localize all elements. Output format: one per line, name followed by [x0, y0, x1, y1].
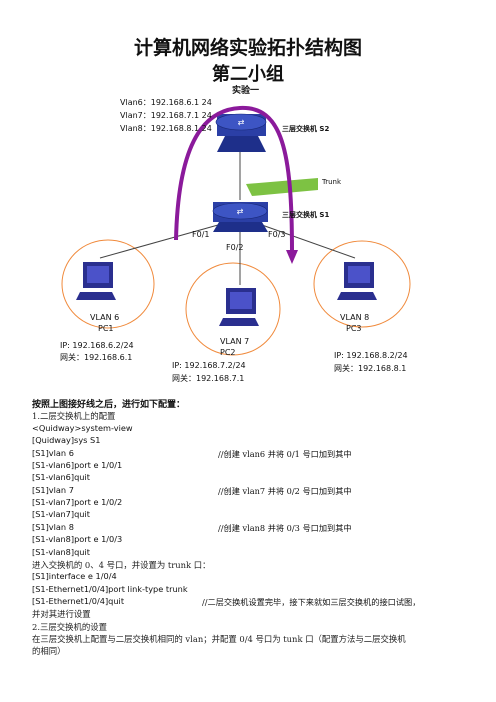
- pc1-icon: [76, 262, 116, 300]
- command-comment: //二层交换机设置完毕，接下来就如三层交换机的接口试图，: [202, 596, 421, 607]
- pc2-icon: [219, 288, 259, 326]
- pc3-ip: IP: 192.168.8.2/24: [334, 351, 408, 360]
- command-comment: //创建 vlan6 并将 0/1 号口加到其中: [218, 448, 352, 459]
- pc1-gateway: 网关：192.168.6.1: [60, 353, 133, 362]
- trunk-label: Trunk: [322, 178, 342, 186]
- command-line: [S1]vlan 8: [32, 521, 74, 532]
- command-line: [Quidway]sys S1: [32, 435, 101, 446]
- command-line: [S1-vlan7]port e 1/0/2: [32, 497, 123, 508]
- section1-heading: 1.二层交换机上的配置: [32, 411, 116, 421]
- routing-path: [174, 105, 294, 253]
- command-comment: //创建 vlan8 并将 0/3 号口加到其中: [218, 522, 352, 533]
- section2-heading: 2.三层交换机的设置: [32, 621, 107, 632]
- command-line: [S1]vlan 6: [32, 447, 74, 458]
- trunk-arrow: [246, 178, 318, 196]
- pc1-ip: IP: 192.168.6.2/24: [60, 341, 134, 350]
- page-title: 计算机网络实验拓扑结构图: [133, 37, 362, 59]
- vlan6-circle: [61, 239, 155, 329]
- section2-paragraph: 在三层交换机上配置与二层交换机相同的 vlan；并配置 0/4 号口为 tunk…: [32, 633, 406, 644]
- pc1-name: PC1: [98, 324, 114, 333]
- pc3-vlan: VLAN 8: [340, 313, 370, 322]
- s2-switch-icon: ⇄: [215, 113, 267, 152]
- s2-label: 三层交换机 S2: [282, 125, 330, 133]
- command-line: [S1-vlan6]quit: [32, 472, 90, 483]
- topology-diagram: ⇄ ⇄: [61, 105, 411, 356]
- config-intro: 按照上图接好线之后，进行如下配置：: [32, 400, 186, 410]
- svg-text:⇄: ⇄: [237, 207, 244, 216]
- command-line: [S1-Ethernet1/0/4]quit: [32, 595, 125, 606]
- command-line: [S1]vlan 7: [32, 484, 74, 495]
- pc3-name: PC3: [346, 324, 362, 333]
- vlan6-ip: Vlan6：192.168.6.1 24: [120, 98, 212, 107]
- section2-paragraph-cont: 的相同）: [32, 646, 66, 657]
- routing-arrowhead: [286, 250, 298, 264]
- link-pc3: [261, 224, 356, 259]
- vlan8-circle: [313, 240, 411, 328]
- command-line: [S1-vlan7]quit: [32, 509, 90, 520]
- command-line: [S1-vlan8]quit: [32, 546, 90, 557]
- vlan7-circle: [185, 262, 281, 356]
- vlan8-ip: Vlan8：192.168.8.1 24: [120, 124, 212, 133]
- pc3-gateway: 网关：192.168.8.1: [334, 364, 407, 373]
- pc2-ip: IP: 192.168.7.2/24: [172, 361, 246, 370]
- link-pc1: [99, 224, 219, 259]
- command-line: [S1-vlan8]port e 1/0/3: [32, 534, 123, 545]
- pc2-gateway: 网关：192.168.7.1: [172, 374, 245, 383]
- port-f01: F0/1: [192, 230, 210, 239]
- command-line: <Quidway>system-view: [32, 423, 133, 433]
- s1-switch-icon: ⇄: [212, 202, 268, 232]
- pc3-icon: [337, 262, 377, 300]
- s1-label: 三层交换机 S1: [282, 211, 330, 219]
- pc2-vlan: VLAN 7: [220, 337, 250, 346]
- experiment-label: 实验一: [232, 86, 260, 96]
- command-comment: //创建 vlan7 并将 0/2 号口加到其中: [218, 485, 352, 496]
- command-line: [S1-Ethernet1/0/4]port link-type trunk: [32, 583, 188, 594]
- group-subtitle: 第二小组: [212, 64, 284, 85]
- trunk-intro: 进入交换机的 0、4 号口，并设置为 trunk 口：: [32, 559, 211, 570]
- continuation-text: 并对其进行设置: [32, 609, 91, 620]
- command-line: [S1]interface e 1/0/4: [32, 571, 117, 582]
- command-line: [S1-vlan6]port e 1/0/1: [32, 460, 123, 471]
- port-f03: F0/3: [268, 230, 286, 239]
- pc2-name: PC2: [220, 348, 236, 357]
- svg-text:⇄: ⇄: [238, 118, 245, 127]
- pc1-vlan: VLAN 6: [90, 313, 120, 322]
- vlan7-ip: Vlan7：192.168.7.1 24: [120, 111, 212, 120]
- port-f02: F0/2: [226, 243, 244, 252]
